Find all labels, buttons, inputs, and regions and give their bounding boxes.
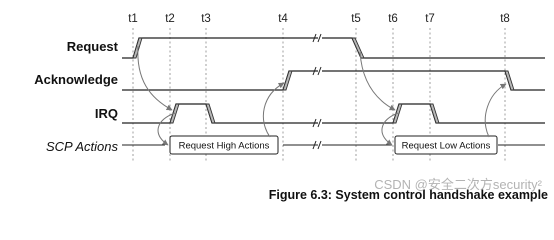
signal-label-scp-actions: SCP Actions	[46, 139, 119, 154]
time-ticks: t1 t2 t3 t4 t5 t6 t7 t8	[128, 13, 510, 25]
irq-break-mark	[312, 118, 322, 128]
scp-actions-track: Request High Actions Request Low Actions	[122, 135, 545, 155]
tick-t6: t6	[388, 13, 398, 25]
arrow-high-actions-to-ack	[262, 82, 285, 138]
irq-falling-edge-2	[429, 103, 440, 124]
ack-falling-edge	[504, 70, 515, 91]
signal-label-irq: IRQ	[95, 106, 118, 121]
scp-break-mark	[312, 140, 322, 150]
arrow-request-to-irq	[137, 45, 173, 111]
watermark: CSDN @安全二次方security²	[374, 177, 542, 192]
arrow-irq-to-high-actions	[157, 112, 176, 146]
tick-t3: t3	[201, 13, 211, 25]
request-falling-edge	[351, 37, 365, 59]
tick-t8: t8	[500, 13, 510, 25]
handshake-timing-diagram: t1 t2 t3 t4 t5 t6 t7 t8 Request Acknowle…	[34, 13, 548, 202]
causal-arrows	[137, 45, 507, 146]
arrow-request-low-to-irq	[359, 51, 396, 111]
tick-t5: t5	[351, 13, 361, 25]
request-low-actions-label: Request Low Actions	[402, 141, 491, 152]
signal-label-acknowledge: Acknowledge	[34, 72, 118, 87]
irq-falling-edge-1	[205, 103, 216, 124]
time-markers	[132, 28, 506, 163]
request-high-actions-label: Request High Actions	[179, 141, 270, 152]
ack-break-mark	[312, 66, 322, 76]
request-high-actions-box	[169, 135, 279, 155]
request-low-actions-box	[394, 135, 498, 155]
acknowledge-waveform	[122, 66, 545, 91]
tick-t7: t7	[425, 13, 435, 25]
tick-t2: t2	[165, 13, 175, 25]
signal-label-request: Request	[67, 39, 119, 54]
arrow-low-actions-to-ack	[484, 83, 507, 138]
request-waveform	[122, 33, 545, 59]
arrow-irq-to-low-actions	[381, 112, 399, 146]
figure-caption: Figure 6.3: System control handshake exa…	[269, 188, 548, 202]
tick-t4: t4	[278, 13, 288, 25]
request-break-mark	[312, 33, 322, 43]
tick-t1: t1	[128, 13, 138, 25]
ack-rising-edge	[282, 70, 293, 91]
irq-waveform	[122, 103, 545, 128]
